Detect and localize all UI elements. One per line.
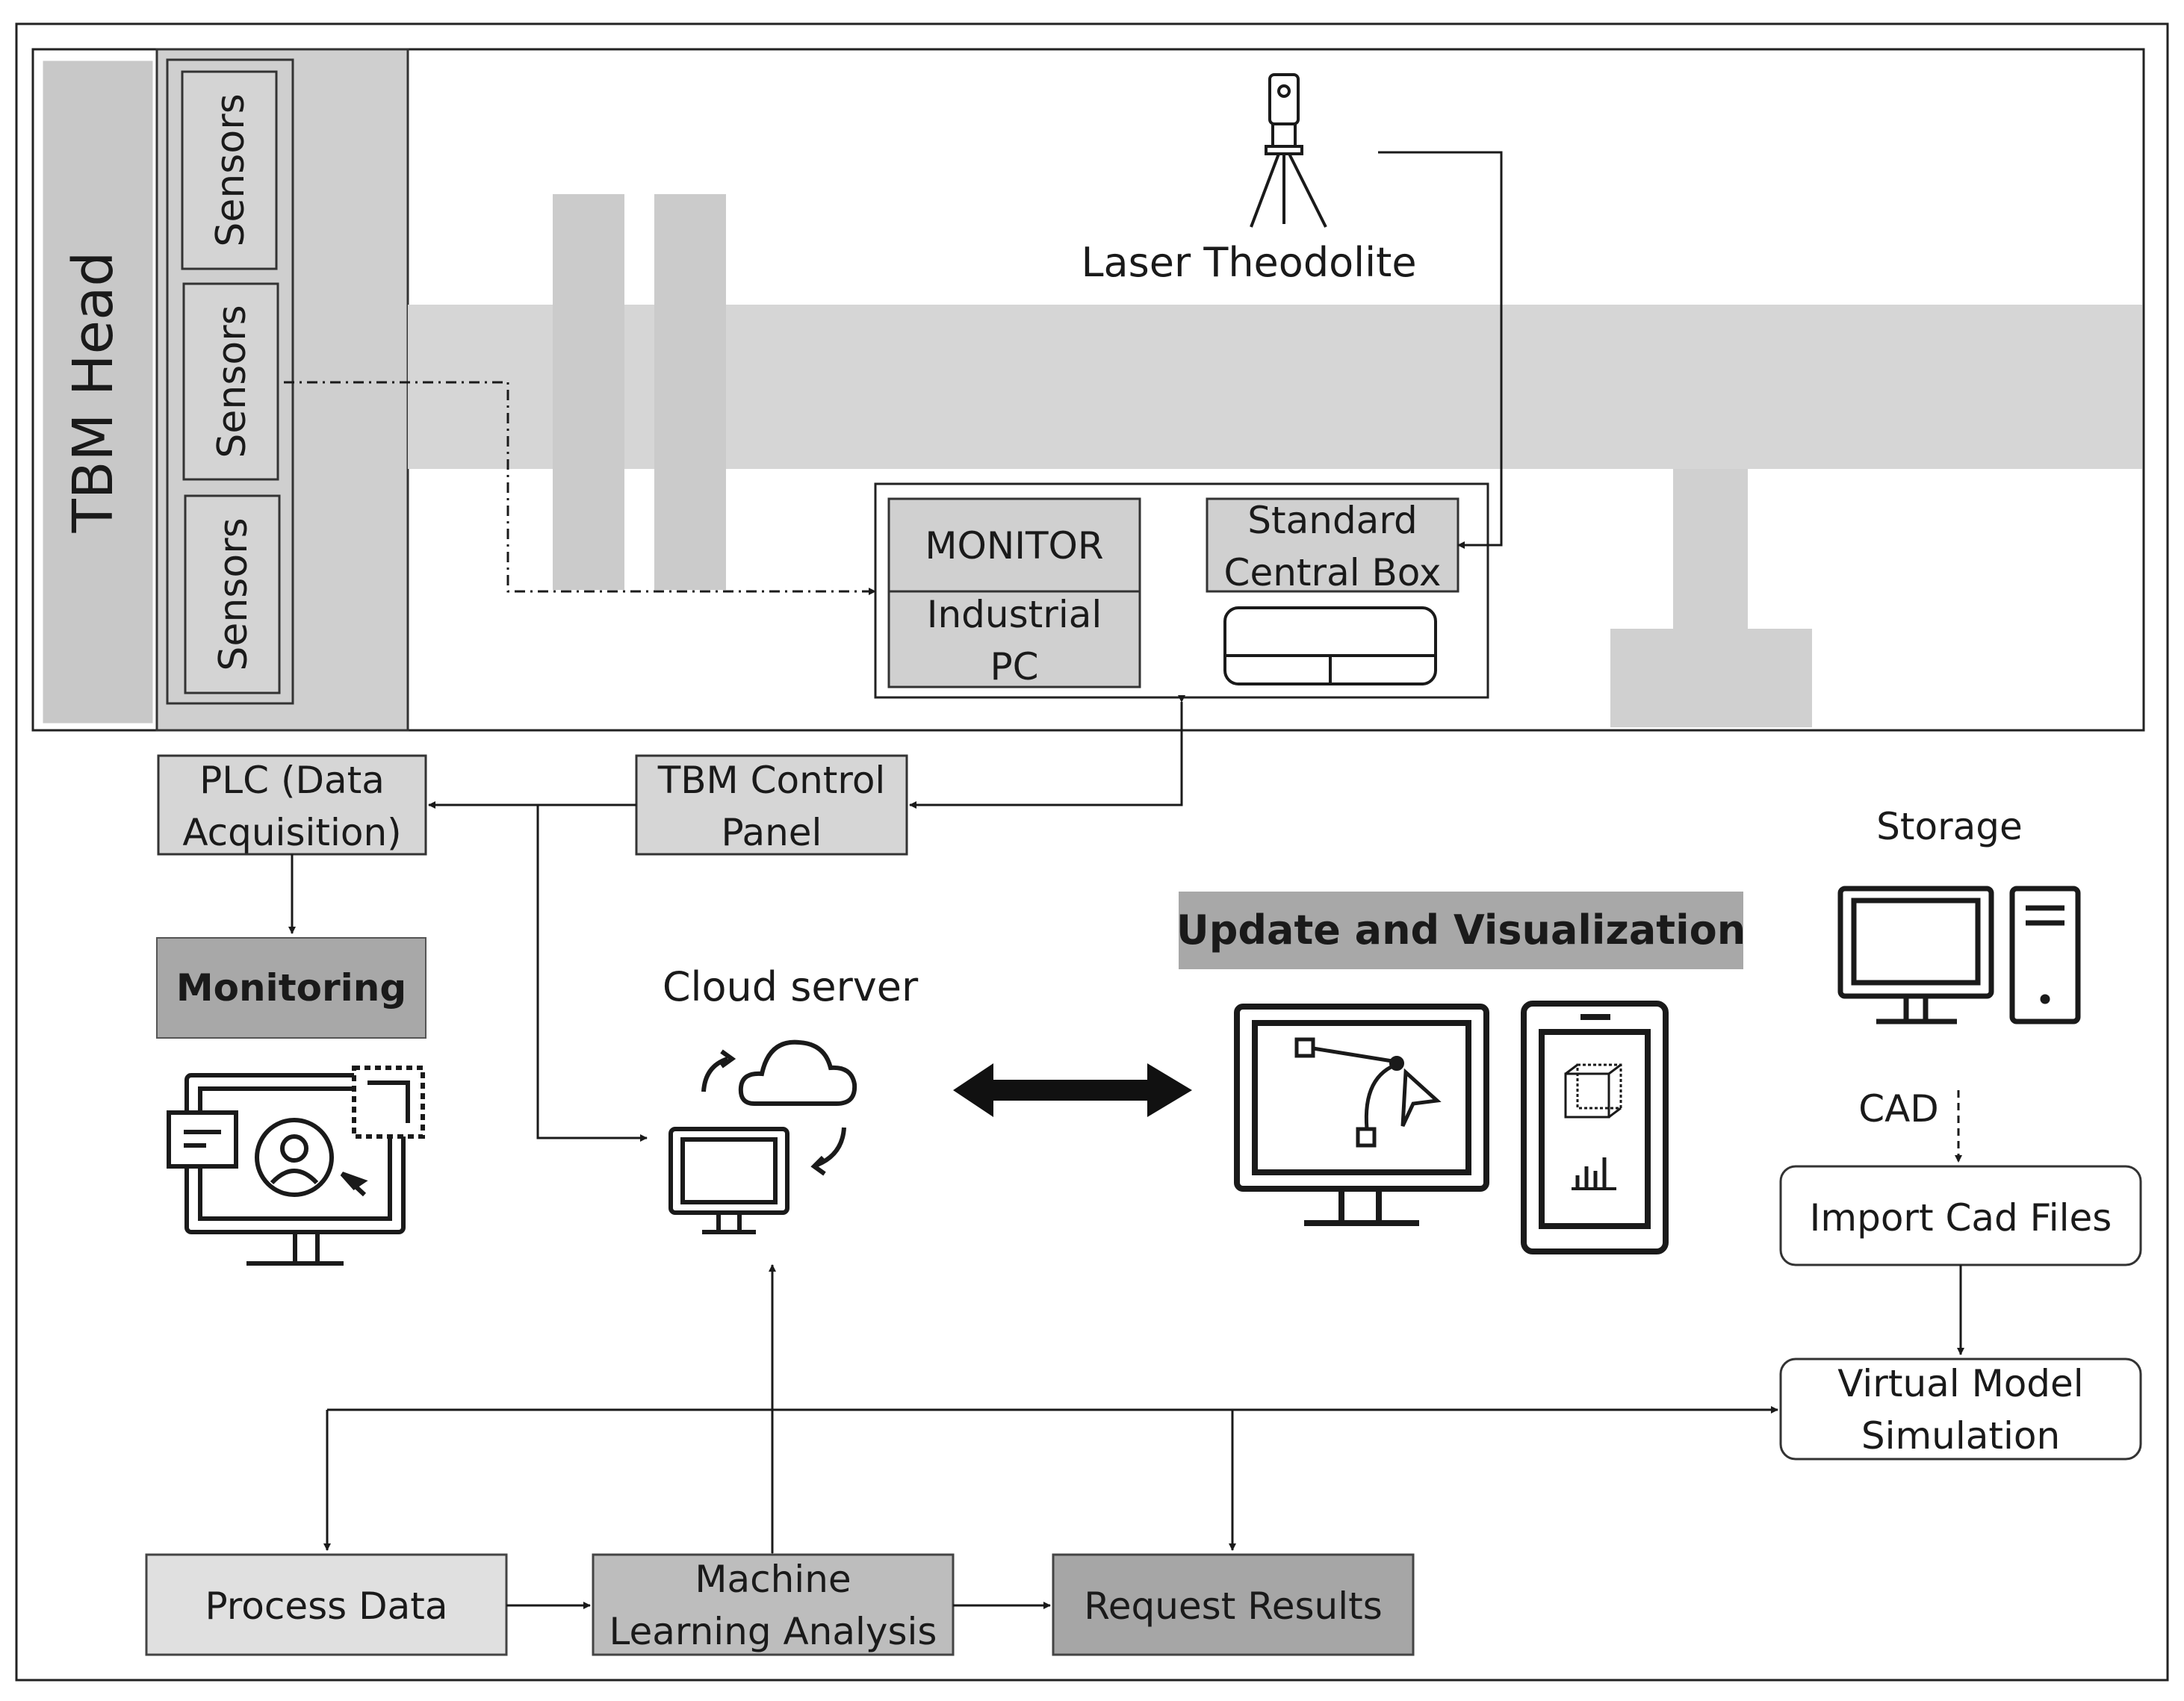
process-data-label: Process Data — [205, 1585, 448, 1628]
cloud-server-icon — [668, 1039, 857, 1234]
machine-learning-box — [592, 1553, 955, 1656]
monitor-box — [887, 497, 1141, 593]
control-panel-box — [635, 754, 908, 856]
sensor-box-2 — [182, 282, 279, 481]
tbm-head-bar — [40, 58, 155, 726]
theodolite-to-box-line — [1378, 151, 1503, 549]
machine-learning-label-2: Learning Analysis — [609, 1610, 937, 1653]
machine-learning-label-1: Machine — [695, 1558, 851, 1601]
ring-1 — [553, 194, 624, 590]
monitor-label: MONITOR — [925, 524, 1103, 567]
support-post — [1673, 469, 1748, 629]
sensor-label-1: Sensors — [208, 93, 253, 246]
sensor-label-2: Sensors — [210, 305, 255, 458]
sensor-box-3 — [184, 494, 281, 694]
cloud-server-label: Cloud server — [663, 963, 919, 1010]
industrial-pc-label-2: PC — [990, 645, 1038, 688]
update-visualization-box — [1179, 892, 1743, 969]
sensors-to-pc-line — [284, 381, 876, 595]
cloud-visualization-arrow — [953, 1063, 1192, 1117]
industrial-pc-box — [887, 590, 1141, 688]
industrial-pc-label-1: Industrial — [927, 593, 1102, 636]
box-to-panel-line — [909, 695, 1185, 809]
monitoring-label: Monitoring — [176, 966, 406, 1010]
laser-theodolite-icon — [1250, 73, 1327, 228]
support-base — [1610, 629, 1812, 727]
storage-computer-icon — [1837, 886, 2081, 1024]
import-cad-label: Import Cad Files — [1810, 1196, 2112, 1240]
keyboard-icon — [1223, 606, 1437, 685]
request-results-label: Request Results — [1084, 1585, 1383, 1628]
design-monitor-icon — [1234, 1004, 1489, 1226]
panel-to-cloud-line — [536, 805, 648, 1142]
central-box-label-1: Standard — [1247, 499, 1417, 542]
central-box — [1206, 497, 1459, 593]
virtual-model-box — [1779, 1358, 2142, 1461]
central-box-label-2: Central Box — [1224, 551, 1442, 594]
monitoring-box — [156, 937, 426, 1039]
control-panel-label-1: TBM Control — [657, 759, 886, 802]
request-results-box — [1052, 1553, 1415, 1656]
sensor-box-1 — [181, 70, 278, 270]
monitoring-screen-icon — [167, 1066, 425, 1266]
plc-label-2: Acquisition) — [182, 811, 401, 854]
plc-box — [157, 754, 427, 856]
update-visualization-label: Update and Visualization — [1176, 907, 1746, 954]
ring-2 — [654, 194, 726, 590]
cad-label: CAD — [1858, 1087, 1939, 1131]
storage-label: Storage — [1876, 805, 2023, 848]
tablet-icon — [1521, 1001, 1669, 1254]
sensor-label-3: Sensors — [211, 517, 256, 671]
virtual-model-label-2: Simulation — [1861, 1414, 2060, 1458]
virtual-model-label-1: Virtual Model — [1837, 1362, 2083, 1405]
plc-label-1: PLC (Data — [199, 759, 385, 802]
outer-frame — [15, 22, 2169, 1682]
tbm-head-label: TBM Head — [61, 252, 125, 534]
process-data-box — [145, 1553, 508, 1656]
laser-theodolite-label: Laser Theodolite — [1081, 239, 1416, 286]
control-panel-label-2: Panel — [722, 811, 822, 854]
